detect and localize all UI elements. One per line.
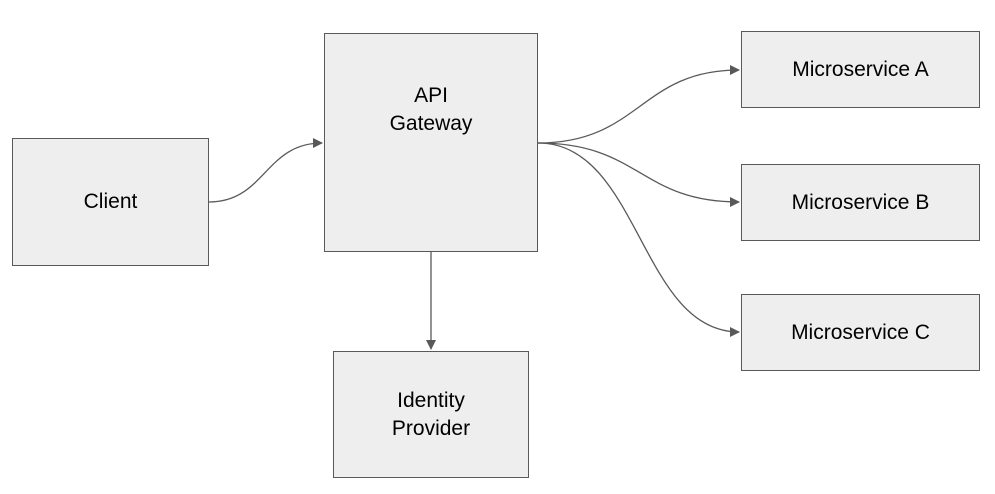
edge-gateway-to-microservice-b (537, 142, 740, 207)
microservice-c-node[interactable]: Microservice C (741, 294, 980, 371)
identity-provider-label: Identity Provider (391, 388, 471, 440)
client-node[interactable]: Client (12, 138, 209, 266)
edge-gateway-to-microservice-c (537, 142, 740, 337)
edge-gateway-to-microservice-a (537, 65, 740, 144)
microservice-a-label: Microservice A (792, 57, 929, 81)
api-gateway-label: API Gateway (389, 83, 473, 135)
api-gateway-node[interactable]: API Gateway (324, 33, 538, 252)
edge-client-to-gateway (208, 138, 323, 203)
client-label: Client (83, 190, 138, 213)
identity-provider-node[interactable]: Identity Provider (333, 351, 529, 478)
microservice-b-label: Microservice B (791, 190, 930, 214)
microservice-c-label: Microservice C (791, 320, 930, 344)
microservice-a-node[interactable]: Microservice A (741, 31, 980, 108)
microservice-b-node[interactable]: Microservice B (741, 164, 980, 241)
